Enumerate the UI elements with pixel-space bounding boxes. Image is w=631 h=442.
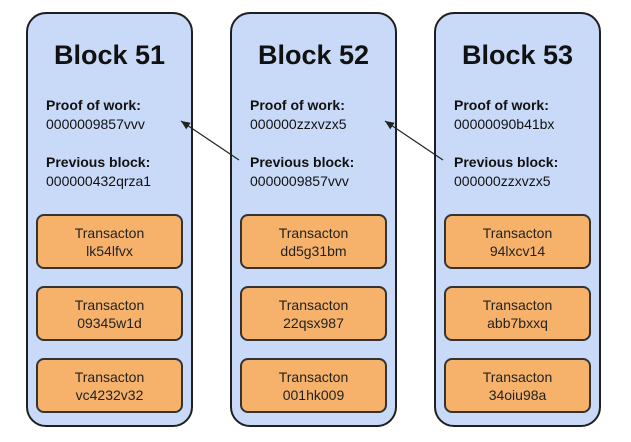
previous-block-label: Previous block:: [454, 154, 559, 170]
previous-block-label: Previous block:: [46, 154, 151, 170]
transaction-box: Transacton dd5g31bm: [240, 214, 387, 269]
transaction-label: Transacton: [482, 368, 553, 385]
transaction-box: Transacton 09345w1d: [36, 286, 183, 341]
transaction-box: Transacton 94lxcv14: [444, 214, 591, 269]
proof-of-work-label: Proof of work:: [46, 97, 141, 113]
transaction-label: Transacton: [482, 296, 553, 313]
proof-of-work-label: Proof of work:: [250, 97, 345, 113]
transaction-box: Transacton vc4232v32: [36, 358, 183, 413]
transaction-id: vc4232v32: [75, 386, 144, 403]
transaction-box: Transacton 001hk009: [240, 358, 387, 413]
transaction-id: dd5g31bm: [280, 242, 347, 259]
transaction-label: Transacton: [278, 296, 349, 313]
transaction-label: Transacton: [74, 224, 145, 241]
transaction-label: Transacton: [74, 368, 145, 385]
transaction-label: Transacton: [278, 368, 349, 385]
transaction-label: Transacton: [482, 224, 553, 241]
proof-of-work-value: 000000zzxvzx5: [250, 116, 347, 132]
transaction-id: 94lxcv14: [489, 242, 546, 259]
transaction-id: 34oiu98a: [488, 386, 547, 403]
proof-of-work-label: Proof of work:: [454, 97, 549, 113]
proof-of-work-value: 0000009857vvv: [46, 116, 145, 132]
transaction-label: Transacton: [74, 296, 145, 313]
previous-block-label: Previous block:: [250, 154, 355, 170]
block-53: Block 53 Proof of work: 00000090b41bx Pr…: [434, 12, 601, 427]
transaction-box: Transacton 34oiu98a: [444, 358, 591, 413]
transaction-id: 22qsx987: [283, 314, 344, 331]
block-title: Block 52: [257, 40, 370, 70]
block-title: Block 51: [53, 40, 166, 70]
transaction-box: Transacton 22qsx987: [240, 286, 387, 341]
block-51: Block 51 Proof of work: 0000009857vvv Pr…: [26, 12, 193, 427]
block-52: Block 52 Proof of work: 000000zzxvzx5 Pr…: [230, 12, 397, 427]
transaction-box: Transacton abb7bxxq: [444, 286, 591, 341]
block-title: Block 53: [461, 40, 574, 70]
previous-block-value: 000000zzxvzx5: [454, 173, 551, 189]
previous-block-value: 000000432qrza1: [46, 173, 152, 189]
proof-of-work-value: 00000090b41bx: [454, 116, 555, 132]
transaction-id: lk54lfvx: [86, 242, 133, 259]
transaction-id: 09345w1d: [77, 314, 142, 331]
transaction-id: abb7bxxq: [487, 314, 548, 331]
previous-block-value: 0000009857vvv: [250, 173, 349, 189]
transaction-label: Transacton: [278, 224, 349, 241]
transaction-id: 001hk009: [282, 386, 345, 403]
transaction-box: Transacton lk54lfvx: [36, 214, 183, 269]
